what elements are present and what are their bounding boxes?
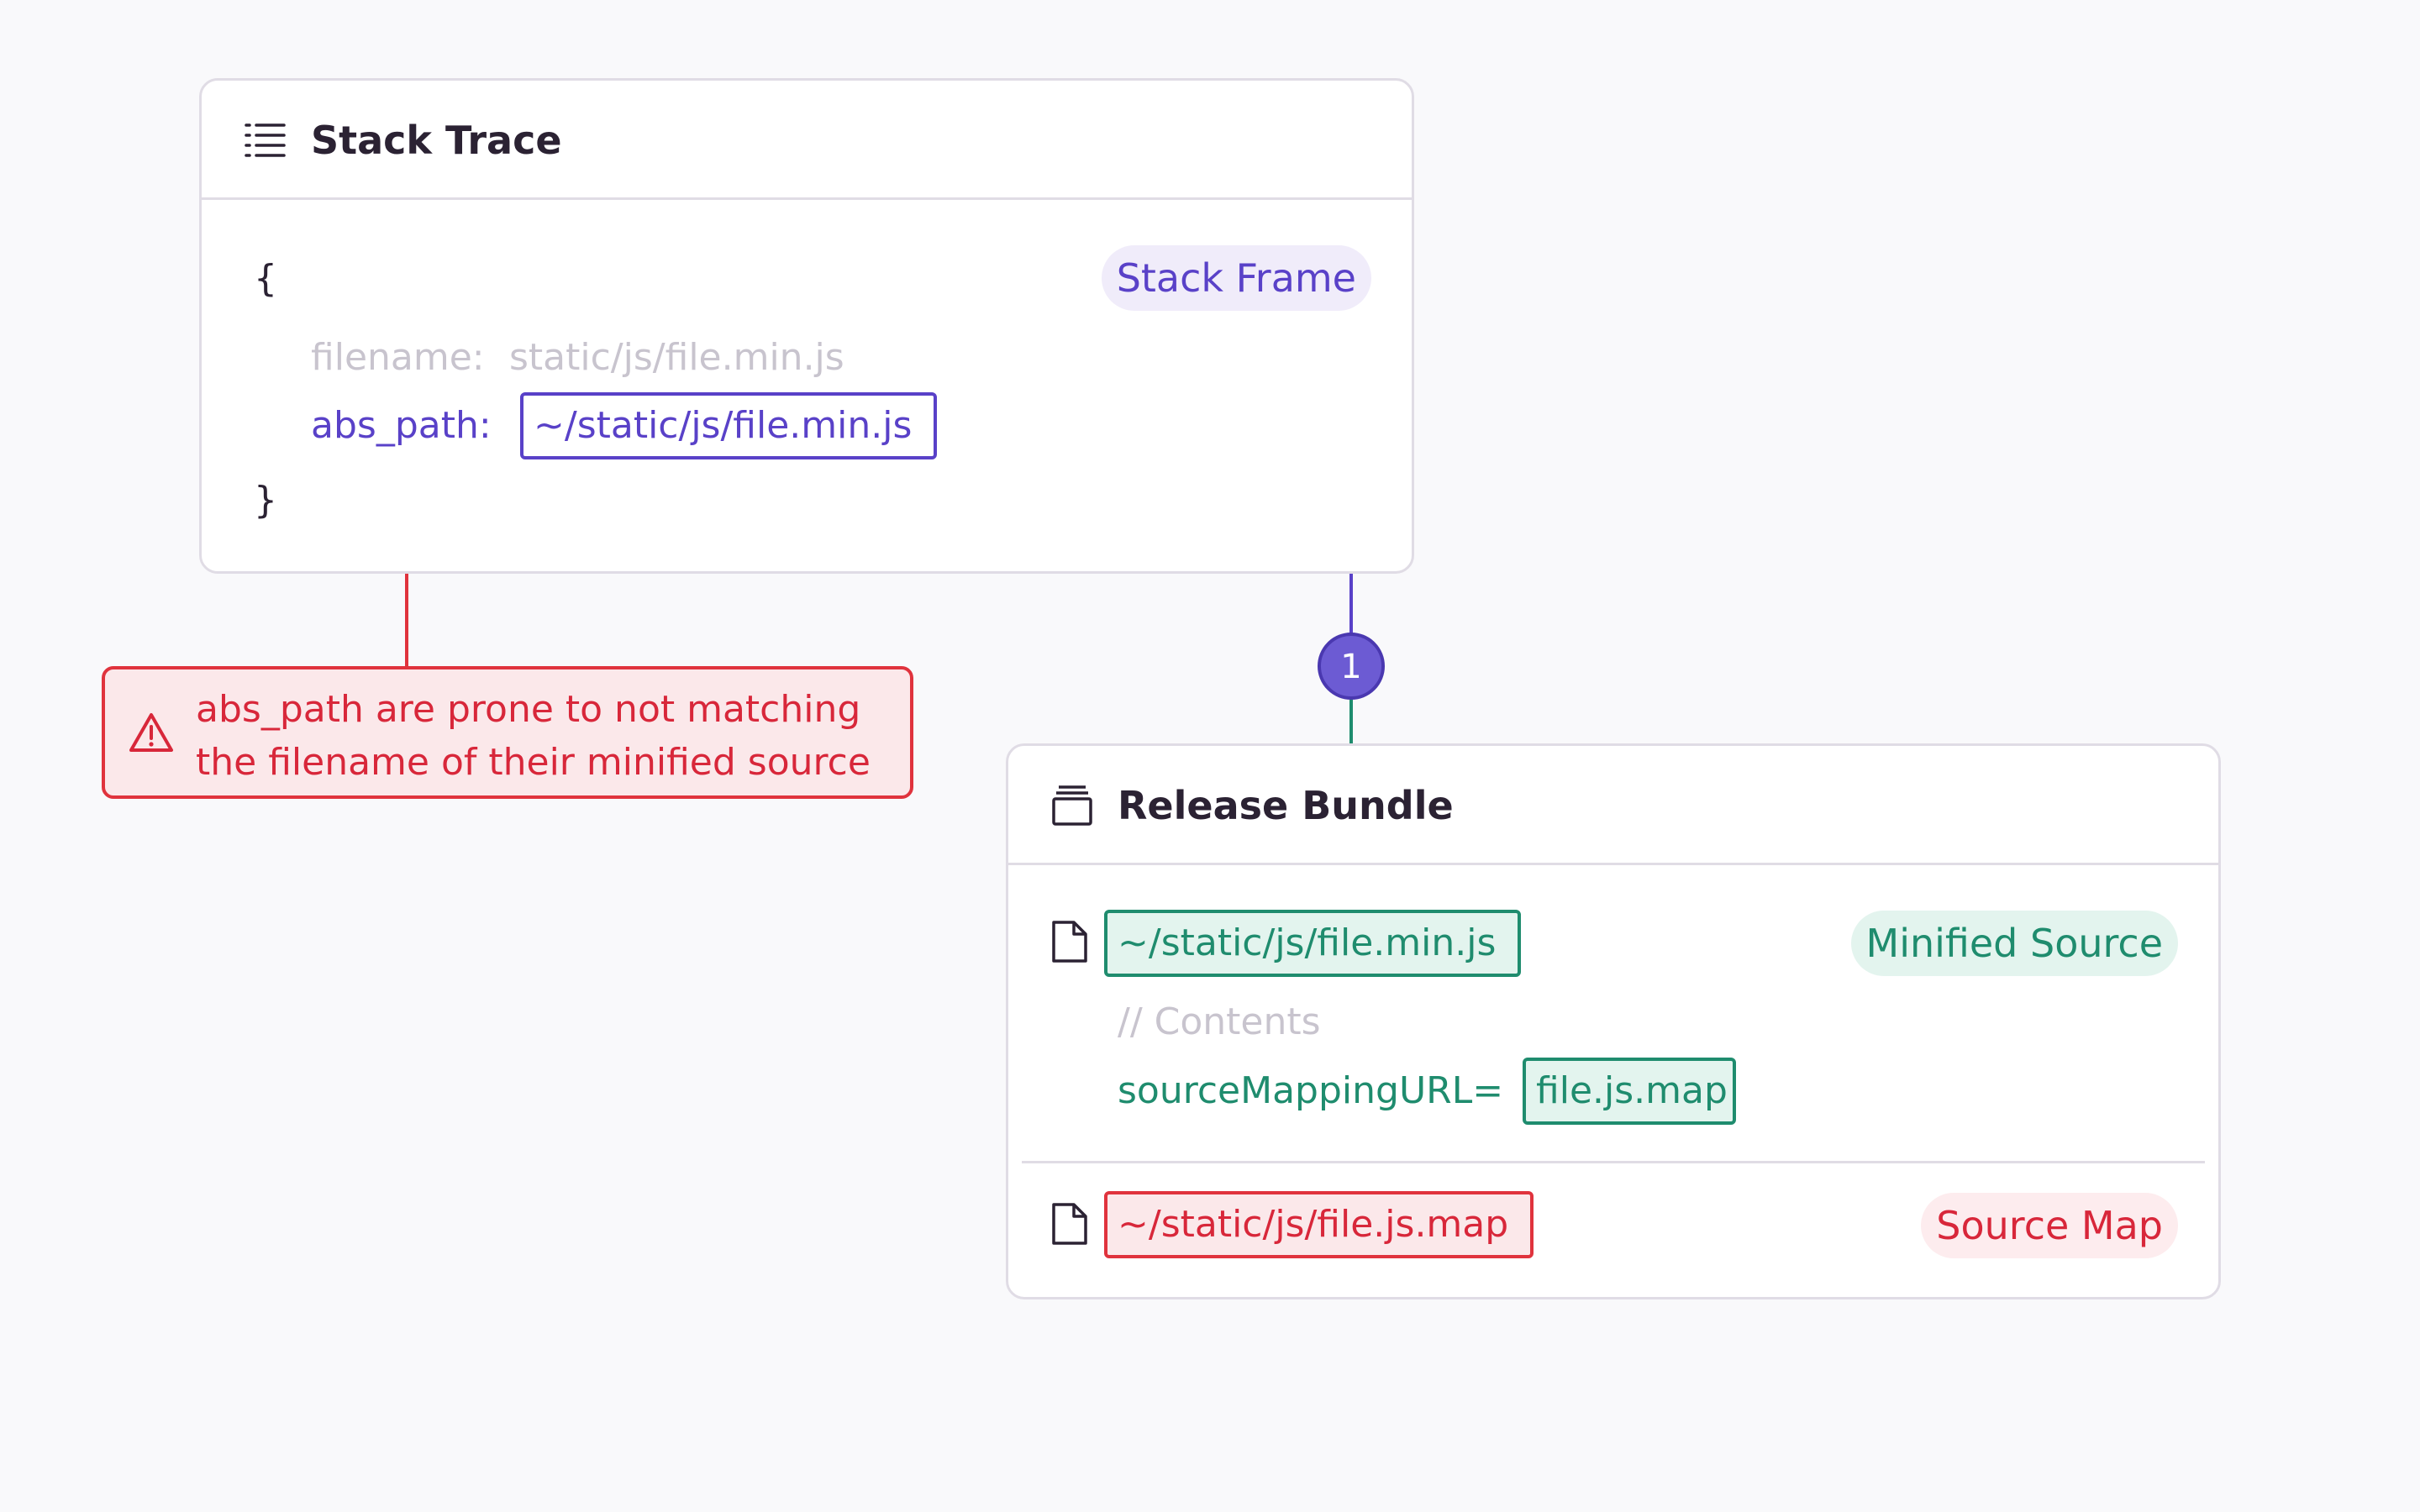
file-icon bbox=[1052, 1203, 1087, 1245]
contents-comment: // Contents bbox=[1118, 1000, 1321, 1043]
source-mapping-key: sourceMappingURL= bbox=[1118, 1069, 1504, 1112]
step-badge-1: 1 bbox=[1318, 633, 1385, 700]
release-bundle-panel: Release Bundle ~/static/js/file.min.js M… bbox=[1006, 743, 2221, 1299]
filename-value: static/js/file.min.js bbox=[509, 336, 844, 379]
stack-trace-header: Stack Trace bbox=[202, 81, 1412, 200]
abs-path-value: ~/static/js/file.min.js bbox=[520, 392, 937, 459]
minified-source-path: ~/static/js/file.min.js bbox=[1104, 910, 1521, 977]
filename-key: filename: bbox=[311, 336, 485, 379]
list-icon bbox=[245, 123, 286, 157]
close-brace: } bbox=[254, 479, 277, 522]
abs-path-key: abs_path: bbox=[311, 404, 492, 447]
source-mapping-value: file.js.map bbox=[1523, 1058, 1736, 1125]
release-bundle-title: Release Bundle bbox=[1118, 783, 1454, 828]
svg-text:1: 1 bbox=[1340, 648, 1361, 686]
archive-icon bbox=[1052, 785, 1092, 826]
release-bundle-header: Release Bundle bbox=[1008, 746, 2218, 865]
warning-triangle-icon bbox=[129, 713, 173, 752]
minified-source-badge: Minified Source bbox=[1850, 911, 2178, 976]
warning-text: abs_path are prone to not matching the f… bbox=[196, 688, 871, 784]
row-divider bbox=[1022, 1161, 2205, 1163]
source-map-badge: Source Map bbox=[1921, 1193, 2178, 1258]
source-map-path: ~/static/js/file.js.map bbox=[1104, 1191, 1534, 1258]
stack-frame-badge: Stack Frame bbox=[1101, 245, 1371, 311]
stack-trace-title: Stack Trace bbox=[311, 118, 562, 163]
open-brace: { bbox=[254, 257, 277, 300]
file-icon bbox=[1052, 921, 1087, 963]
warning-callout: abs_path are prone to not matching the f… bbox=[102, 666, 913, 799]
stack-trace-panel: Stack Trace { Stack Frame filename: stat… bbox=[199, 78, 1414, 574]
